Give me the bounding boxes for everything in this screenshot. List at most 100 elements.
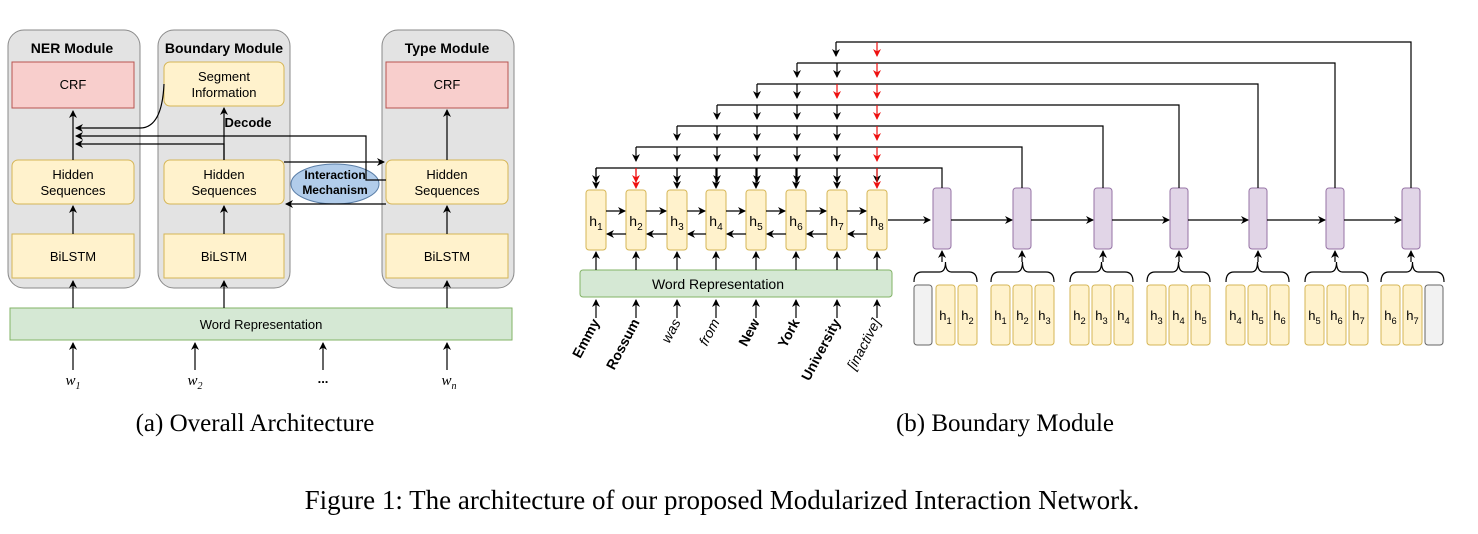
segment-group-5: h4 h5 h6: [1225, 261, 1290, 346]
segment-input-label: h1: [994, 308, 1006, 326]
segment-group-brace: [1146, 261, 1211, 283]
segment-input-label: h5: [1251, 308, 1263, 326]
segment-input-box: [1348, 284, 1369, 346]
hidden-state-box-7: [826, 189, 848, 251]
input-word-1: Emmy: [569, 316, 603, 361]
input-w2: w2: [187, 373, 202, 392]
segment-input-box: [1269, 284, 1290, 346]
panel-a-word-representation-bar: [9, 307, 513, 341]
segment-information-label-line1: Segment: [198, 69, 250, 84]
ner-hidden-label-line1: Hidden: [52, 167, 93, 182]
type-crf-box: [385, 61, 509, 109]
padding-box-right: [1424, 284, 1444, 346]
type-crf-label: CRF: [434, 77, 461, 92]
input-wn: wn: [441, 373, 456, 392]
panel-a-word-representation-label: Word Representation: [200, 317, 323, 332]
hidden-state-label-6: h6: [789, 213, 803, 233]
hidden-state-label-1: h1: [589, 213, 603, 233]
input-word-2: Rossum: [603, 316, 643, 372]
padding-box-left: [913, 284, 933, 346]
segment-input-label: h6: [1273, 308, 1285, 326]
segment-rnn-box-4: [1169, 187, 1189, 250]
segment-group-4: h3 h4 h5: [1146, 261, 1211, 346]
segment-input-label: h3: [1038, 308, 1050, 326]
segment-input-box: [1069, 284, 1090, 346]
boundary-bilstm-label: BiLSTM: [201, 249, 247, 264]
feedback-line-6: [636, 146, 1023, 188]
input-w1: w1: [65, 373, 80, 392]
segment-input-label: h2: [1016, 308, 1028, 326]
input-word-3: was: [658, 316, 684, 346]
hidden-state-box-6: [785, 189, 807, 251]
hidden-state-label-5: h5: [749, 213, 763, 233]
ner-bilstm-label: BiLSTM: [50, 249, 96, 264]
ner-module-title: NER Module: [31, 40, 114, 56]
hidden-state-box-1: [585, 189, 607, 251]
ner-crf-box: [11, 61, 135, 109]
ner-hidden-label-line2: Sequences: [40, 183, 106, 198]
hidden-state-label-3: h3: [670, 213, 684, 233]
segment-input-label: h4: [1117, 308, 1129, 326]
hidden-state-label-7: h7: [830, 213, 844, 233]
segment-input-label: h2: [1073, 308, 1085, 326]
input-word-6: York: [774, 316, 802, 350]
segment-group-6: h5 h6 h7: [1304, 261, 1369, 346]
caption-figure: Figure 1: The architecture of our propos…: [305, 485, 1140, 515]
boundary-module-title: Boundary Module: [165, 40, 283, 56]
segment-group-3: h2 h3 h4: [1069, 261, 1134, 346]
type-hidden-label-line1: Hidden: [426, 167, 467, 182]
input-word-8: [inactive]: [843, 315, 884, 373]
segment-input-label: h7: [1352, 308, 1364, 326]
hidden-state-label-2: h2: [629, 213, 643, 233]
segment-input-label: h5: [1194, 308, 1206, 326]
type-hidden-label-line2: Sequences: [414, 183, 480, 198]
segment-rnn-box-5: [1248, 187, 1268, 250]
segment-input-box: [1380, 284, 1401, 346]
segment-input-label: h3: [1095, 308, 1107, 326]
segment-input-label: h5: [1308, 308, 1320, 326]
feedback-line-1: [836, 41, 1412, 188]
segment-input-box: [990, 284, 1011, 346]
segment-input-box: [1326, 284, 1347, 346]
interaction-label-line2: Mechanism: [302, 183, 367, 197]
segment-input-box: [1304, 284, 1325, 346]
segment-input-box: [1034, 284, 1055, 346]
segment-information-label-line2: Information: [191, 85, 256, 100]
feedback-line-3: [757, 83, 1259, 188]
caption-b: (b) Boundary Module: [896, 410, 1114, 437]
segment-input-box: [1225, 284, 1246, 346]
segment-rnn-box-3: [1093, 187, 1113, 250]
caption-a: (a) Overall Architecture: [136, 410, 375, 437]
input-word-7: University: [798, 316, 844, 383]
segment-input-label: h3: [1150, 308, 1162, 326]
type-bilstm-label: BiLSTM: [424, 249, 470, 264]
segment-group-brace: [990, 261, 1055, 283]
segment-input-box: [1402, 284, 1423, 346]
hidden-state-box-4: [705, 189, 727, 251]
segment-input-box: [957, 284, 978, 346]
segment-rnn-box-2: [1012, 187, 1032, 250]
input-word-4: from: [695, 316, 722, 349]
feedback-line-4: [717, 104, 1180, 188]
hidden-state-label-8: h8: [870, 213, 884, 233]
segment-input-label: h2: [961, 308, 973, 326]
segment-input-label: h6: [1330, 308, 1342, 326]
segment-input-label: h4: [1172, 308, 1184, 326]
hidden-state-label-4: h4: [709, 213, 723, 233]
segment-input-box: [1146, 284, 1167, 346]
segment-rnn-box-1: [932, 187, 952, 250]
segment-input-box: [1168, 284, 1189, 346]
ner-crf-label: CRF: [60, 77, 87, 92]
segment-group-brace: [1304, 261, 1369, 283]
segment-input-label: h6: [1384, 308, 1396, 326]
segment-rnn-box-7: [1401, 187, 1421, 250]
feedback-line-5: [677, 125, 1104, 188]
hidden-state-box-2: [625, 189, 647, 251]
segment-input-label: h4: [1229, 308, 1241, 326]
feedback-line-7: [596, 167, 943, 188]
hidden-state-box-5: [745, 189, 767, 251]
